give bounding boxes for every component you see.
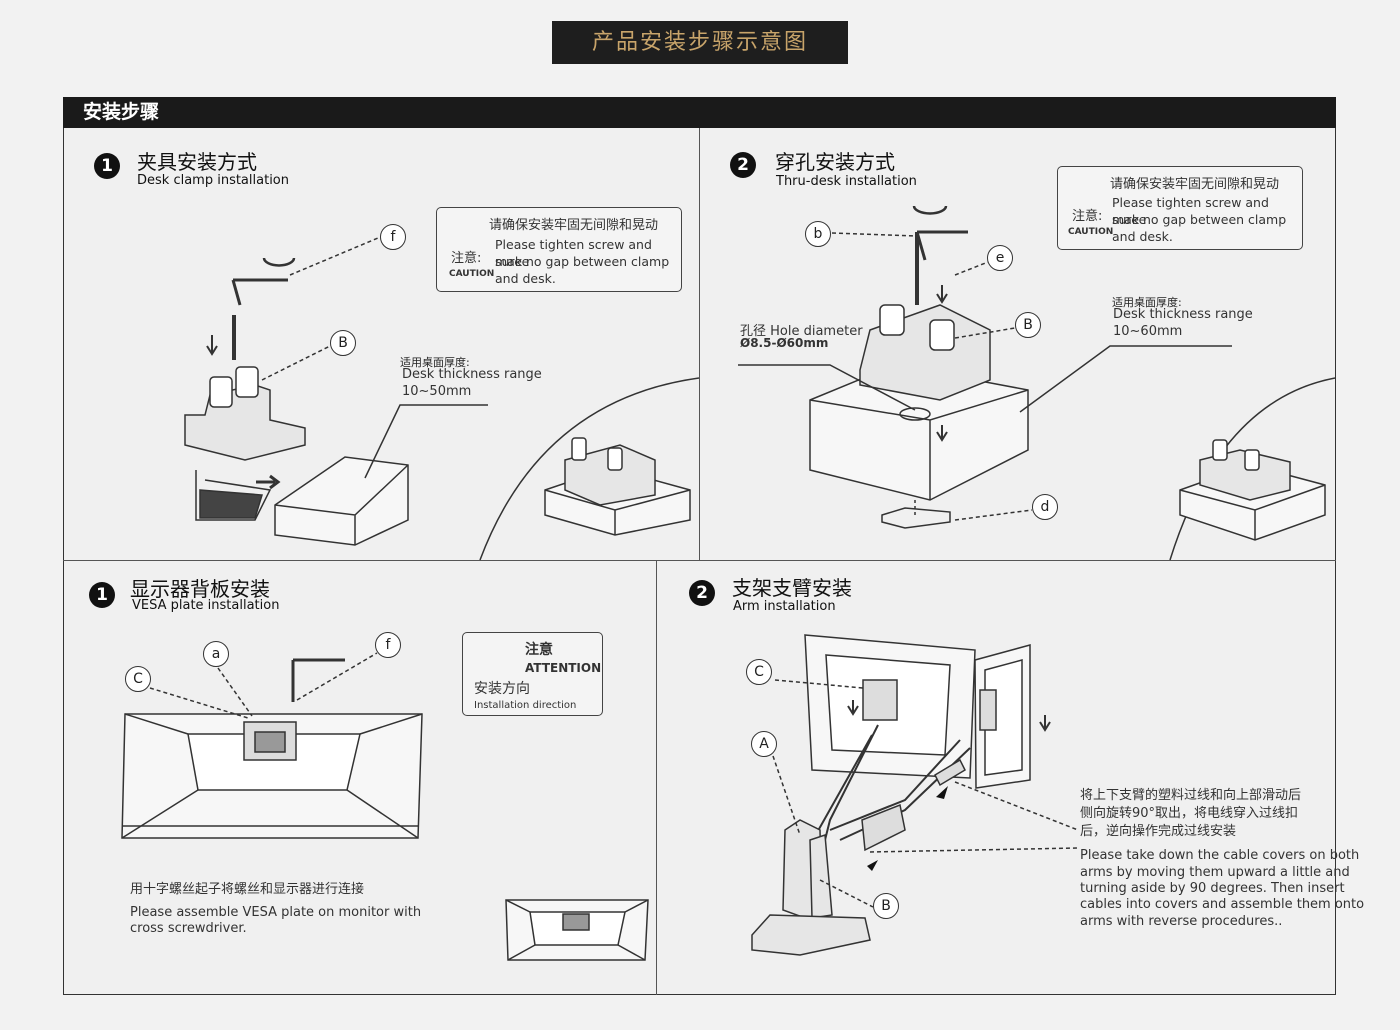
label-B-clamp: B <box>330 330 356 356</box>
clamp-note-en: CAUTION <box>449 269 495 279</box>
thru-zoom-illustration <box>1179 439 1326 541</box>
clamp-zoom-arc <box>479 377 700 561</box>
vesa-title-en: VESA plate installation <box>132 598 280 613</box>
arm-illustration <box>751 634 1079 956</box>
label-B-arm: B <box>873 893 899 919</box>
label-A-arm: A <box>751 731 777 757</box>
vesa-attention-box: 注意 ATTENTION 安装方向 Installation direction <box>462 632 603 716</box>
label-a-vesa: a <box>203 641 229 667</box>
arm-desc-en5: arms with reverse procedures.. <box>1080 914 1283 929</box>
step-number-vesa: 1 <box>89 582 115 608</box>
arm-desc-en4: cables into covers and assemble them ont… <box>1080 897 1365 912</box>
vesa-desc-en2: cross screwdriver. <box>130 921 247 936</box>
hole-diameter-value: Ø8.5-Ø60mm <box>740 336 829 350</box>
vesa-desc-en1: Please assemble VESA plate on monitor wi… <box>130 905 422 920</box>
thru-caution-en2: sure no gap between clamp <box>1112 212 1287 227</box>
thru-caution-en1: Please tighten screw and make <box>1112 195 1269 227</box>
thru-range-zh: 适用桌面厚度: <box>1112 296 1182 309</box>
arm-desc-zh2: 侧向旋转90°取出，将电线穿入过线扣 <box>1080 806 1299 821</box>
thru-title-en: Thru-desk installation <box>776 174 917 189</box>
vesa-zoom-illustration <box>505 899 649 961</box>
step-number-thru: 2 <box>730 152 756 178</box>
clamp-caution-en1: Please tighten screw and make <box>495 237 652 269</box>
label-f-vesa: f <box>375 632 401 658</box>
clamp-range-zh: 适用桌面厚度: <box>400 356 470 369</box>
section-title: 安装步骤 <box>63 97 1336 128</box>
clamp-caution-en2: sure no gap between clamp <box>495 254 670 269</box>
clamp-zoom-illustration <box>544 437 691 536</box>
thru-illustration <box>738 205 1232 529</box>
clamp-range-value: 10~50mm <box>402 384 472 399</box>
clamp-title-en: Desk clamp installation <box>137 173 289 188</box>
thru-caution-zh: 请确保安装牢固无间隙和晃动 <box>1110 177 1280 192</box>
arm-desc-zh1: 将上下支臂的塑料过线和向上部滑动后 <box>1080 788 1302 803</box>
clamp-range-en: Desk thickness range <box>402 367 542 382</box>
arm-desc-en3: turning aside by 90 degrees. Then insert <box>1080 881 1345 896</box>
clamp-caution-box: 请确保安装牢固无间隙和晃动 Please tighten screw and m… <box>436 207 682 292</box>
divider-vertical-bottom <box>656 560 657 995</box>
thru-caution-box: 请确保安装牢固无间隙和晃动 Please tighten screw and m… <box>1057 166 1303 250</box>
step-number-clamp: 1 <box>94 153 120 179</box>
thru-title-zh: 穿孔安装方式 <box>775 150 895 174</box>
thru-note-en: CAUTION <box>1068 227 1114 237</box>
warning-arrows <box>867 786 948 871</box>
clamp-title-zh: 夹具安装方式 <box>137 150 257 174</box>
clamp-caution-zh: 请确保安装牢固无间隙和晃动 <box>489 218 659 233</box>
vesa-desc-zh: 用十字螺丝起子将螺丝和显示器进行连接 <box>130 882 365 897</box>
thru-range-value: 10~60mm <box>1113 324 1183 339</box>
vesa-title-zh: 显示器背板安装 <box>130 577 270 601</box>
vesa-illustration <box>121 652 423 839</box>
label-b-thru: b <box>805 221 831 247</box>
arm-title-en: Arm installation <box>733 599 836 614</box>
label-B-thru: B <box>1015 312 1041 338</box>
thru-note-zh: 注意: <box>1072 209 1103 224</box>
clamp-caution-en3: and desk. <box>495 271 556 286</box>
vesa-direction-zh: 安装方向 <box>474 681 530 697</box>
arm-title-zh: 支架支臂安装 <box>732 576 852 600</box>
step-number-arm: 2 <box>689 580 715 606</box>
label-C-arm: C <box>746 659 772 685</box>
divider-vertical-top <box>699 128 700 560</box>
clamp-illustration <box>184 237 488 546</box>
thru-zoom-arc <box>1169 377 1336 561</box>
label-C-vesa: C <box>125 666 151 692</box>
divider-horizontal <box>63 560 1336 561</box>
arm-desc-zh3: 后，逆向操作完成过线安装 <box>1080 824 1237 839</box>
thru-caution-en3: and desk. <box>1112 229 1173 244</box>
hole-diameter-label: 孔径 Hole diameter <box>740 324 863 339</box>
thru-range-en: Desk thickness range <box>1113 307 1253 322</box>
vesa-attention-en: ATTENTION <box>525 661 602 675</box>
label-f-clamp: f <box>380 224 406 250</box>
vesa-attention-zh: 注意 <box>525 642 553 658</box>
label-d-thru: d <box>1032 494 1058 520</box>
arm-desc-en1: Please take down the cable covers on bot… <box>1080 848 1360 863</box>
arm-desc-en2: arms by moving them upward a little and <box>1080 865 1350 880</box>
label-e-thru: e <box>987 245 1013 271</box>
page-title: 产品安装步骤示意图 <box>552 21 848 64</box>
vesa-direction-en: Installation direction <box>474 700 577 711</box>
clamp-note-zh: 注意: <box>451 251 482 266</box>
